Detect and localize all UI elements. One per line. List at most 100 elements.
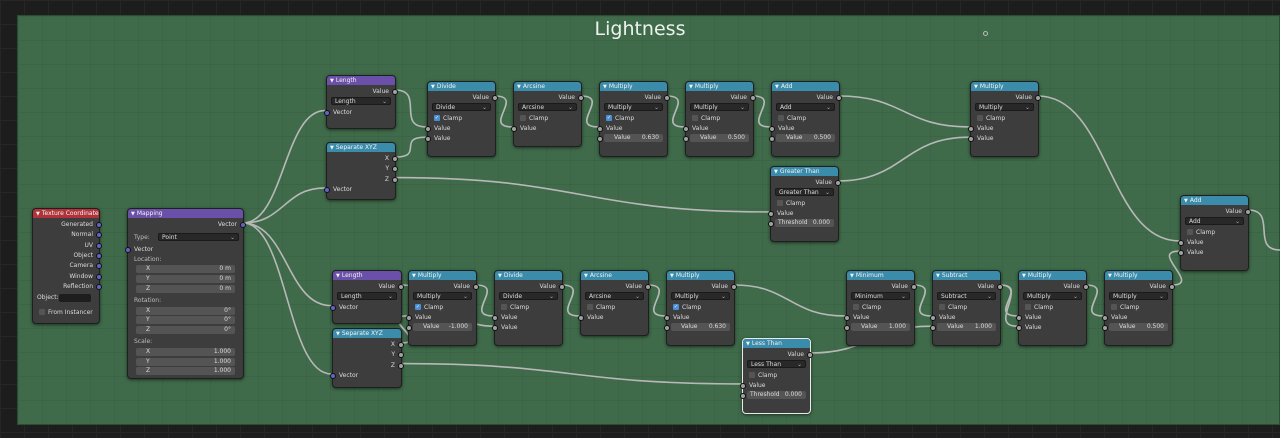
from-instancer-checkbox[interactable]	[39, 309, 45, 316]
node-header[interactable]: ▼Subtract	[933, 271, 1000, 280]
clamp-checkbox[interactable]	[939, 304, 945, 311]
collapse-arrow-icon[interactable]: ▼	[1022, 273, 1026, 279]
node-header[interactable]: ▼Separate XYZ	[327, 143, 395, 152]
vector-input-socket[interactable]	[330, 372, 336, 379]
output-object-socket[interactable]	[96, 252, 102, 259]
clamp-checkbox[interactable]	[1187, 229, 1193, 236]
node-header[interactable]: ▼Less Than	[743, 339, 810, 348]
input-socket[interactable]	[1102, 314, 1108, 321]
node-header[interactable]: ▼Divide	[428, 82, 495, 91]
output-socket[interactable]	[835, 180, 841, 186]
collapse-arrow-icon[interactable]: ▼	[131, 211, 135, 217]
output-socket[interactable]	[398, 284, 404, 290]
input-socket[interactable]	[683, 125, 689, 132]
node-header[interactable]: ▼Multiply	[667, 271, 734, 280]
input-socket[interactable]	[492, 314, 498, 321]
operation-dropdown[interactable]: Multiply⌄	[604, 103, 663, 112]
clamp-checkbox[interactable]	[1025, 304, 1031, 311]
node-header[interactable]: ▼Multiply	[409, 271, 476, 280]
input-socket[interactable]	[578, 314, 584, 321]
node-header[interactable]: ▼Multiply	[600, 82, 667, 91]
node-header[interactable]: ▼Divide	[495, 271, 562, 280]
input-socket[interactable]	[664, 314, 670, 321]
vector-input-socket[interactable]	[324, 186, 330, 193]
output-x-socket[interactable]	[398, 342, 404, 348]
operation-dropdown[interactable]: Less Than⌄	[747, 360, 806, 369]
node-header[interactable]: ▼Mapping	[128, 209, 243, 218]
node-header[interactable]: ▼Separate XYZ	[333, 329, 401, 338]
operation-dropdown[interactable]: Multiply⌄	[671, 292, 730, 301]
collapse-arrow-icon[interactable]: ▼	[850, 273, 854, 279]
collapse-arrow-icon[interactable]: ▼	[412, 273, 416, 279]
type-dropdown[interactable]: Point⌄	[158, 233, 239, 242]
value-socket[interactable]	[844, 325, 850, 332]
clamp-checkbox[interactable]	[501, 304, 507, 311]
clamp-checkbox[interactable]	[520, 115, 526, 122]
collapse-arrow-icon[interactable]: ▼	[1108, 273, 1112, 279]
collapse-arrow-icon[interactable]: ▼	[330, 78, 334, 84]
output-generated-socket[interactable]	[96, 222, 102, 228]
value-field[interactable]: Value-1.000	[413, 323, 472, 332]
operation-dropdown[interactable]: Length⌄	[331, 97, 391, 106]
input-socket[interactable]	[425, 125, 431, 132]
output-uv-socket[interactable]	[96, 242, 102, 249]
node-header[interactable]: ▼Texture Coordinate	[33, 209, 99, 218]
clamp-checkbox[interactable]	[749, 372, 755, 379]
value-socket[interactable]	[664, 325, 670, 332]
clamp-checkbox[interactable]	[692, 115, 698, 122]
output-socket[interactable]	[1035, 95, 1041, 101]
output-socket[interactable]	[731, 284, 737, 290]
input-socket[interactable]	[930, 314, 936, 321]
operation-dropdown[interactable]: Greater Than⌄	[775, 188, 834, 197]
value-socket[interactable]	[1102, 325, 1108, 332]
collapse-arrow-icon[interactable]: ▼	[1184, 198, 1188, 204]
clamp-checkbox[interactable]: ✓	[606, 115, 612, 122]
output-socket[interactable]	[578, 95, 584, 101]
input-socket[interactable]	[844, 314, 850, 321]
vector-input-socket[interactable]	[125, 246, 131, 253]
input-socket-2[interactable]	[492, 325, 498, 332]
clamp-checkbox[interactable]	[1111, 304, 1117, 311]
node-header[interactable]: ▼Arcsine	[514, 82, 581, 91]
collapse-arrow-icon[interactable]: ▼	[603, 84, 607, 90]
output-socket[interactable]	[240, 222, 246, 228]
output-x-socket[interactable]	[392, 156, 398, 162]
operation-dropdown[interactable]: Divide⌄	[432, 103, 491, 112]
input-socket[interactable]	[406, 314, 412, 321]
value-socket[interactable]	[597, 136, 603, 143]
operation-dropdown[interactable]: Divide⌄	[499, 292, 558, 301]
clamp-checkbox[interactable]	[587, 304, 593, 311]
clamp-checkbox[interactable]: ✓	[673, 304, 679, 311]
node-header[interactable]: ▼Multiply	[1105, 271, 1172, 280]
collapse-arrow-icon[interactable]: ▼	[774, 169, 778, 175]
object-field[interactable]: Object:	[37, 294, 95, 303]
output-socket[interactable]	[1083, 284, 1089, 290]
clamp-checkbox[interactable]	[853, 304, 859, 311]
operation-dropdown[interactable]: Add⌄	[1185, 217, 1244, 226]
output-window-socket[interactable]	[96, 273, 102, 280]
output-socket[interactable]	[559, 284, 565, 290]
clamp-checkbox[interactable]	[977, 115, 983, 122]
operation-dropdown[interactable]: Multiply⌄	[1023, 292, 1082, 301]
operation-dropdown[interactable]: Arcsine⌄	[518, 103, 577, 112]
output-z-socket[interactable]	[392, 176, 398, 183]
